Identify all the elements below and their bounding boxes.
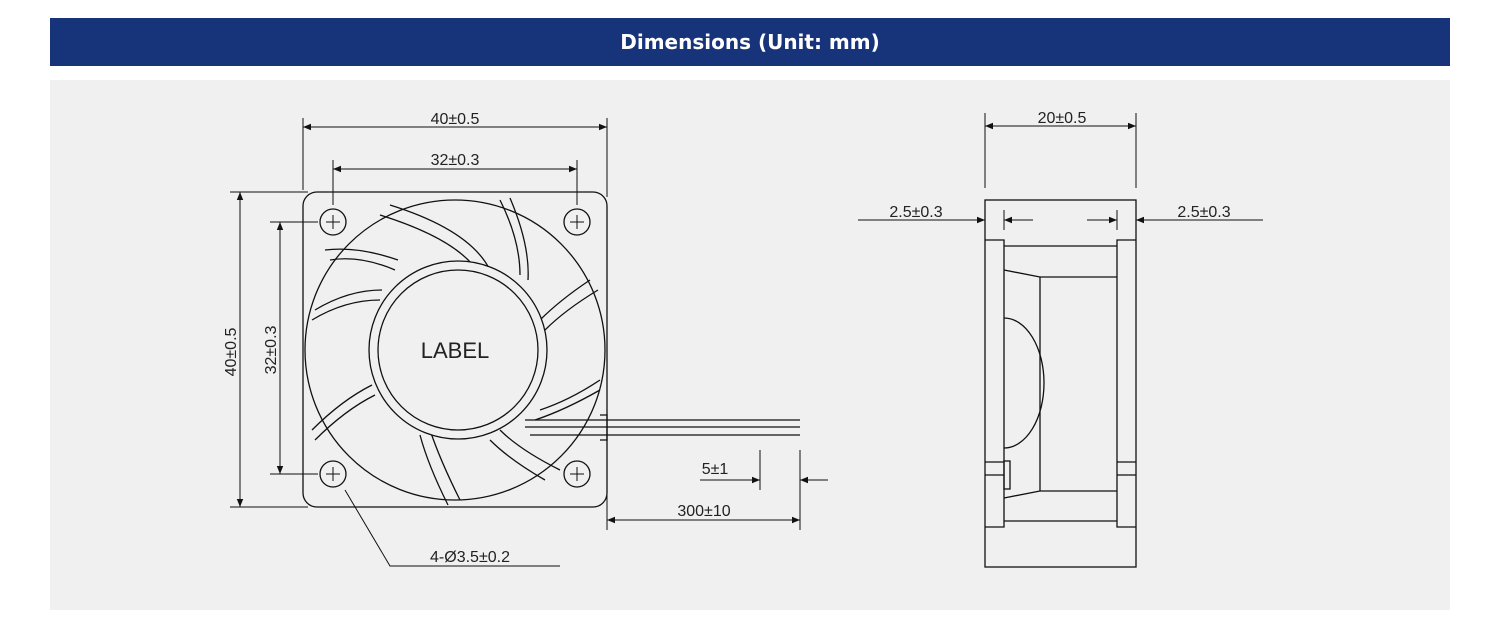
section-header: Dimensions (Unit: mm)	[50, 18, 1450, 66]
mounting-holes	[319, 208, 591, 488]
side-body	[985, 239, 1136, 528]
mounting-hole	[319, 208, 347, 236]
hub-label: LABEL	[421, 338, 490, 363]
dim-hole-spacing-h: 32±0.3	[431, 152, 480, 169]
dim-flange-left: 2.5±0.3	[889, 204, 942, 221]
fan-venturi	[304, 199, 606, 501]
dim-height: 40±0.5	[223, 327, 240, 376]
hub-inner	[377, 269, 539, 431]
dim-flange-right: 2.5±0.3	[1177, 204, 1230, 221]
section-title: Dimensions (Unit: mm)	[620, 30, 880, 54]
dim-lead: 300±10	[677, 503, 730, 520]
dim-holes: 4-Ø3.5±0.2	[430, 549, 510, 566]
dim-hole-spacing-v: 32±0.3	[263, 325, 280, 374]
front-view: LABEL 40±0.5 32±0.3 40±0.5 32±0.3 5±1 30…	[223, 111, 828, 567]
mounting-hole	[563, 208, 591, 236]
mounting-hole	[319, 460, 347, 488]
fan-blades	[311, 197, 601, 506]
dim-strip: 5±1	[702, 461, 729, 478]
mounting-hole	[563, 460, 591, 488]
fan-frame	[302, 191, 608, 508]
dim-width: 40±0.5	[431, 111, 480, 128]
side-view: 20±0.5 2.5±0.3 2.5±0.3	[858, 110, 1263, 568]
side-frame	[984, 199, 1137, 568]
hub-outer	[368, 260, 548, 440]
dim-depth: 20±0.5	[1038, 110, 1087, 127]
lead-wires	[525, 414, 800, 441]
